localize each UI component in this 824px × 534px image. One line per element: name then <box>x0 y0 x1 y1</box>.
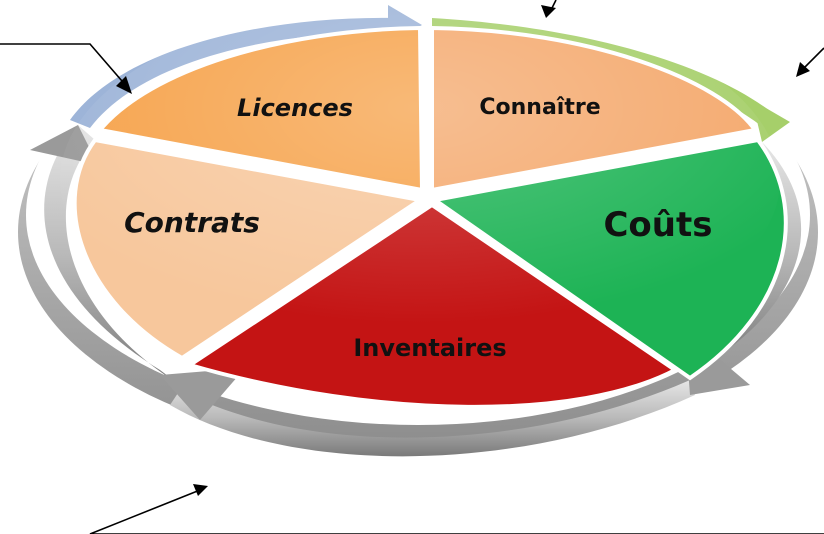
pointer-arrowhead-bottom <box>193 484 208 496</box>
ring-arc-bottom <box>170 380 695 457</box>
pointer-top-right <box>801 47 824 71</box>
pointer-arrowhead-top-right <box>796 62 810 77</box>
pie <box>60 0 788 409</box>
pointer-arrowhead-top-center <box>541 5 556 18</box>
label-contrats: Contrats <box>124 206 260 239</box>
segment-labels: Licences Connaître Coûts Inventaires Con… <box>124 94 712 362</box>
pointer-bottom <box>89 489 824 534</box>
ring-arrowhead-bottom <box>160 368 245 420</box>
label-couts: Coûts <box>603 205 712 245</box>
label-inventaires: Inventaires <box>353 334 506 362</box>
label-licences: Licences <box>237 94 353 122</box>
pointer-top-left <box>0 43 129 89</box>
label-connaitre: Connaître <box>479 95 600 120</box>
ring-arc-left <box>44 125 180 385</box>
pointer-arrowheads <box>116 5 810 496</box>
pointer-arrowhead-top-left <box>116 76 132 94</box>
